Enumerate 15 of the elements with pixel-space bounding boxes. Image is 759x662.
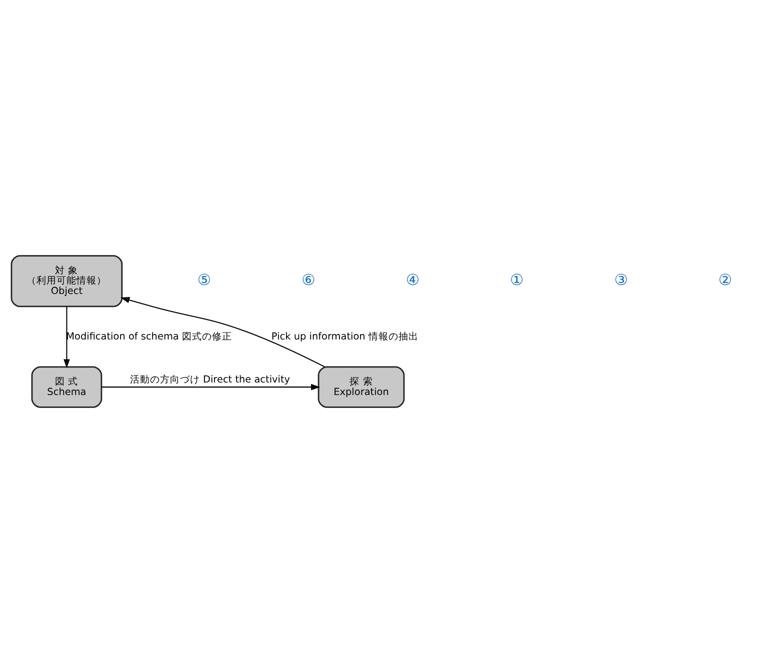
label: ③ [614,270,628,289]
node-box: 探 索 Exploration [318,366,405,408]
label: ② [718,270,732,289]
node-box: 対 象 （利用可能情報） Object [10,254,123,307]
arrow [64,306,70,368]
edge-label: Modification of schema 図式の修正 [66,330,232,342]
arrow [102,383,320,390]
edge-label: Pick up information 情報の抽出 [271,330,418,342]
label: ① [510,270,524,289]
edge-label: 活動の方向づけ Direct the activity [130,374,290,385]
node-box: 図 式 Schema [31,366,102,408]
label: ⑥ [302,270,316,289]
arrow [120,296,325,367]
label: ⑤ [197,270,212,289]
label: ④ [406,270,420,289]
